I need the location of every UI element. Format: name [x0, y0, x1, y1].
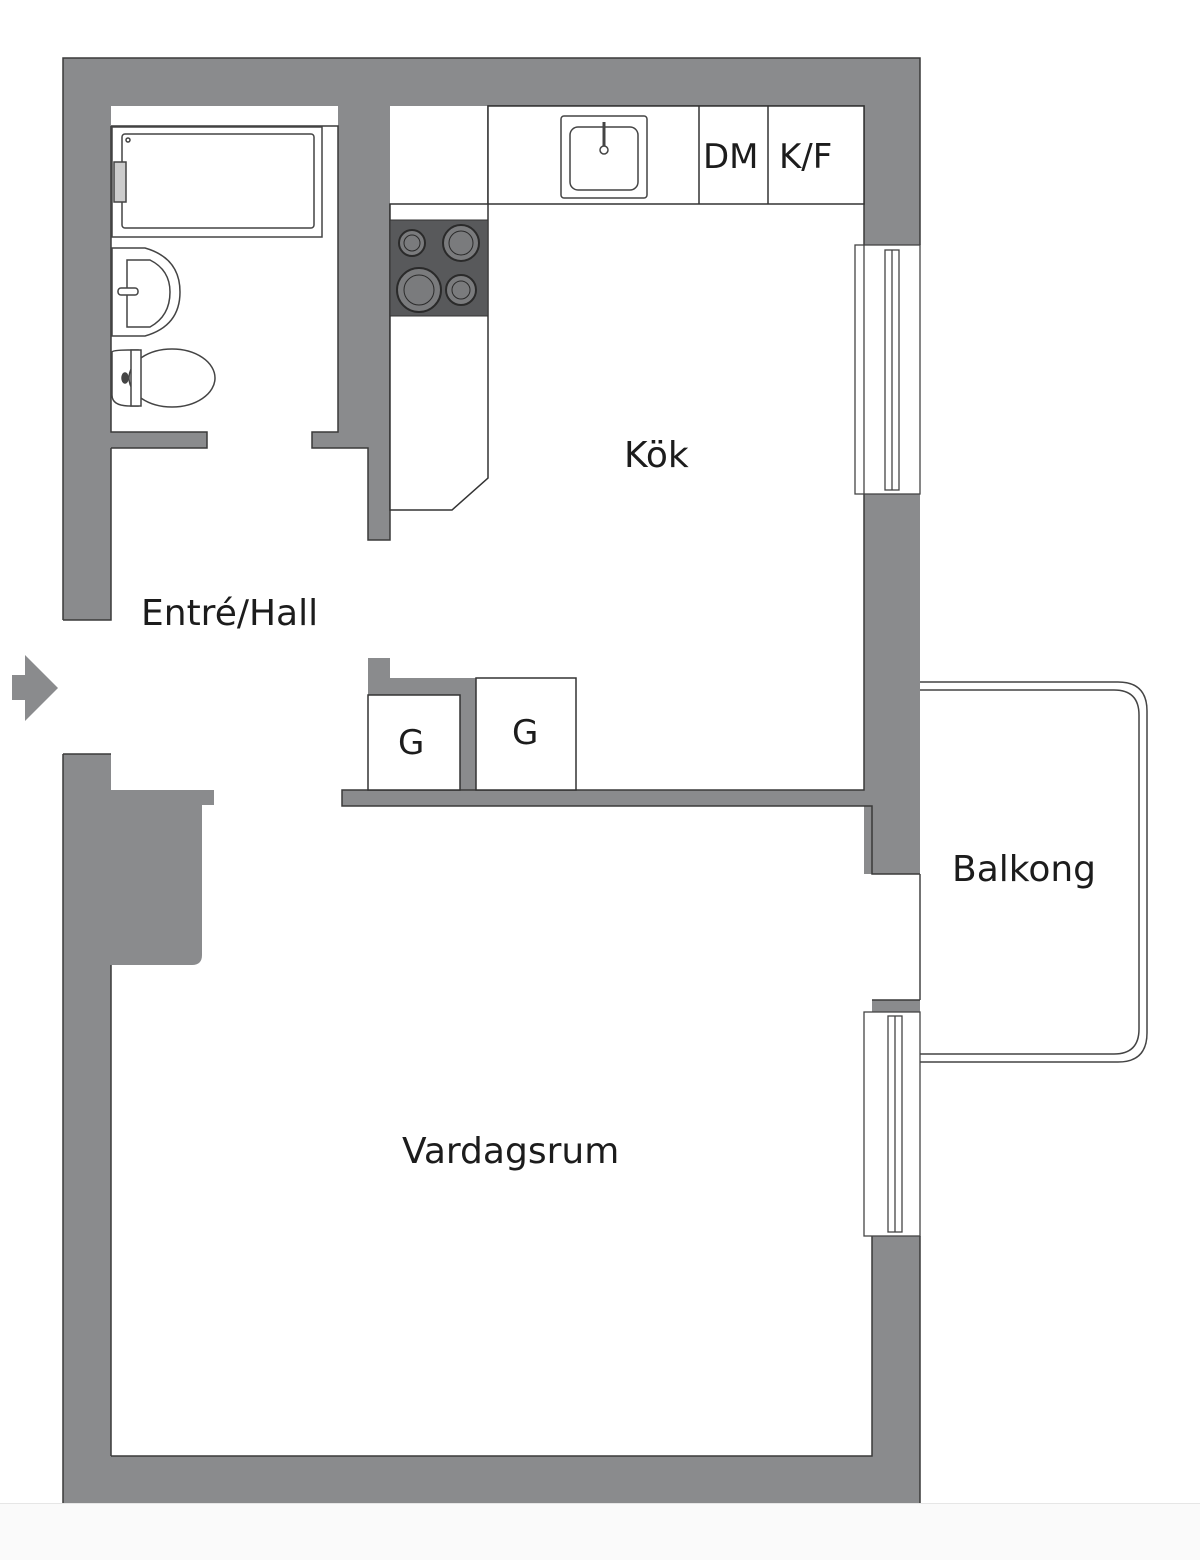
bathtub-icon: [111, 126, 323, 238]
room-label-hall: Entré/Hall: [141, 593, 319, 634]
walls: [63, 58, 920, 1504]
stove-icon: [389, 219, 489, 317]
room-label-balcony: Balkong: [952, 849, 1097, 890]
window-living: [863, 1011, 921, 1237]
balcony-railing: [920, 681, 1148, 1063]
toilet-icon: [111, 348, 216, 408]
closet-label-2: G: [512, 713, 539, 753]
entrance-arrow-icon[interactable]: [12, 655, 58, 721]
fridge-freezer-label: K/F: [779, 137, 833, 177]
room-label-living: Vardagsrum: [402, 1131, 620, 1172]
bottom-band: [0, 1503, 1200, 1560]
closets: [367, 677, 577, 791]
washbasin-icon: [111, 247, 181, 337]
room-label-kitchen: Kök: [624, 435, 689, 476]
closet-label-1: G: [398, 723, 425, 763]
window-kitchen: [854, 244, 921, 495]
dishwasher-label: DM: [703, 137, 759, 177]
kitchen-sink-icon: [560, 115, 648, 199]
